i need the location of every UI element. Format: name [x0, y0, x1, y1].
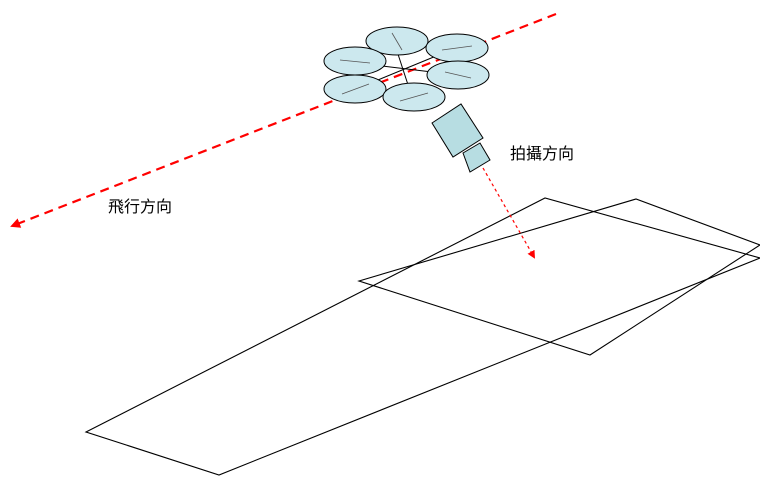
shooting-direction-label: 拍攝方向 [510, 144, 575, 163]
flight-direction-label: 飛行方向 [108, 197, 173, 216]
camera-body [431, 103, 484, 158]
camera-lens [462, 142, 491, 173]
shooting-direction-line [482, 167, 535, 259]
footprint-large [84, 197, 760, 476]
rotor [323, 46, 387, 76]
camera-icon [431, 103, 491, 173]
ground-footprints [84, 197, 760, 476]
footprint-small [357, 198, 760, 356]
hexacopter-icon [323, 26, 490, 112]
